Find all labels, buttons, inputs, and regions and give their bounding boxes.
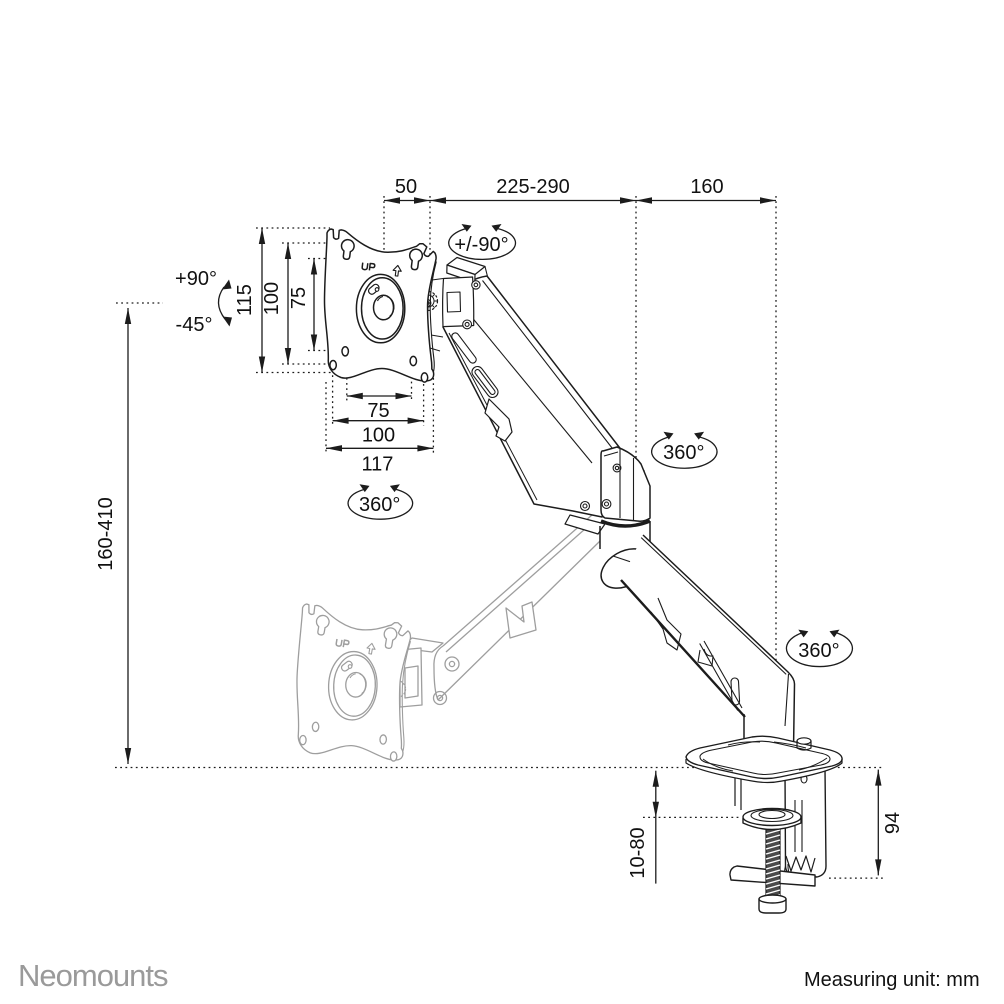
svg-text:360°: 360° bbox=[359, 494, 400, 516]
svg-text:75: 75 bbox=[288, 287, 310, 309]
svg-text:115: 115 bbox=[234, 284, 256, 316]
svg-text:-45°: -45° bbox=[176, 314, 213, 336]
svg-text:160: 160 bbox=[690, 176, 723, 198]
svg-text:100: 100 bbox=[362, 425, 395, 447]
svg-text:10-80: 10-80 bbox=[627, 827, 649, 878]
svg-text:50: 50 bbox=[395, 176, 417, 198]
svg-text:Measuring unit: mm: Measuring unit: mm bbox=[804, 969, 980, 991]
svg-text:75: 75 bbox=[367, 400, 389, 422]
svg-text:117: 117 bbox=[362, 454, 394, 476]
svg-text:360°: 360° bbox=[798, 640, 839, 662]
svg-text:94: 94 bbox=[882, 812, 904, 834]
svg-text:Neomounts: Neomounts bbox=[18, 958, 168, 993]
svg-text:+/-90°: +/-90° bbox=[454, 234, 508, 256]
svg-text:225-290: 225-290 bbox=[496, 176, 569, 198]
svg-text:360°: 360° bbox=[663, 442, 704, 464]
svg-text:160-410: 160-410 bbox=[95, 497, 117, 570]
svg-text:100: 100 bbox=[261, 282, 283, 315]
svg-text:+90°: +90° bbox=[175, 268, 217, 290]
